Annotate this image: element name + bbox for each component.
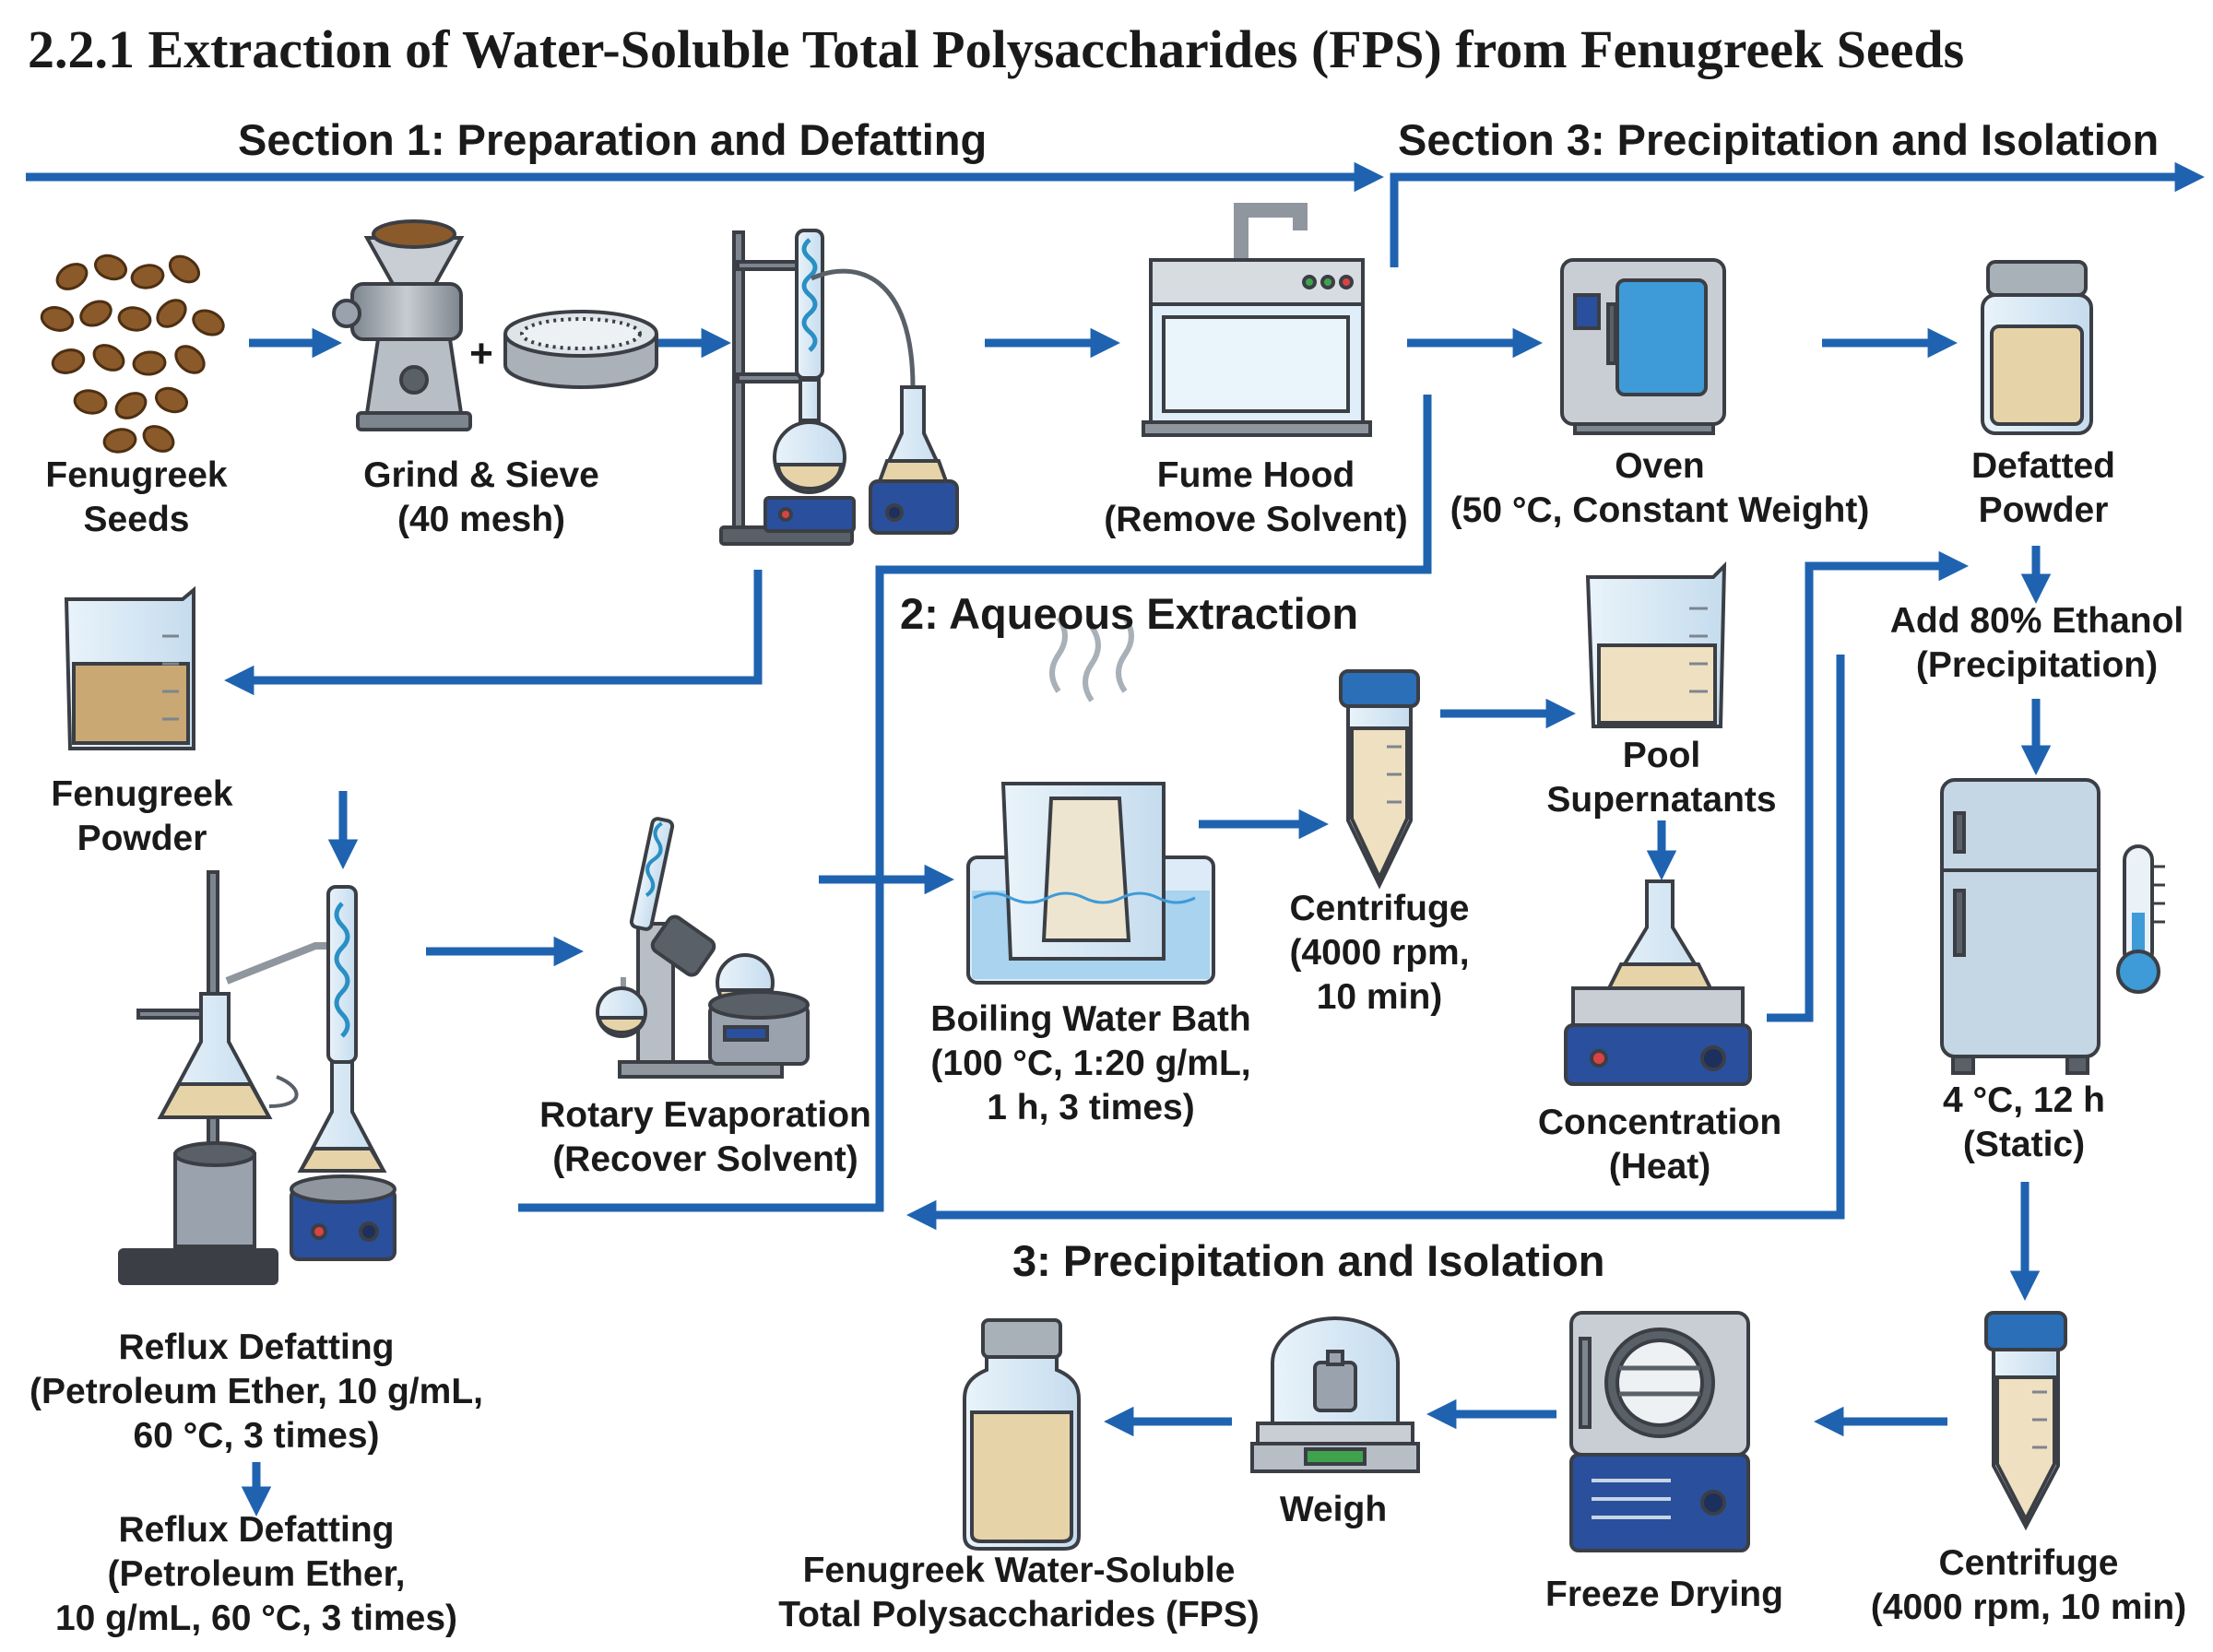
label-reflux-defatting-1: Reflux Defatting(Petroleum Ether, 10 g/m…	[30, 1328, 483, 1456]
fume-hood-icon	[1142, 203, 1372, 437]
label-reflux-defatting-2: Reflux Defatting(Petroleum Ether,10 g/mL…	[54, 1510, 458, 1638]
page-title: 2.2.1 Extraction of Water-Soluble Total …	[28, 19, 1965, 79]
connector-concentration-to-ethanol	[1767, 550, 1969, 1022]
fenugreek-seeds-icon	[40, 254, 225, 454]
connector-soxhlet-to-powder	[224, 570, 763, 696]
connector-rotary-to-boiling	[518, 395, 1432, 1212]
oven-icon	[1560, 258, 1726, 435]
reflux-apparatus-icon	[118, 870, 396, 1285]
connector-to-section3-row	[906, 655, 1845, 1231]
label-fume-hood: Fume Hood(Remove Solvent)	[1104, 455, 1408, 539]
label-boiling-water-bath: Boiling Water Bath(100 °C, 1:20 g/mL,1 h…	[930, 999, 1251, 1127]
concentration-hotplate-icon	[1564, 879, 1752, 1086]
boiling-water-bath-icon	[966, 616, 1215, 985]
rotary-evaporator-icon	[596, 817, 810, 1079]
section-2-heading: 2: Aqueous Extraction	[900, 589, 1359, 638]
section3-header-arrow	[1390, 161, 2205, 267]
label-add-ethanol: Add 80% Ethanol(Precipitation)	[1889, 601, 2184, 685]
flow-arrows	[26, 161, 2205, 1516]
fenugreek-powder-beaker-icon	[64, 585, 195, 750]
label-weigh: Weigh	[1279, 1490, 1388, 1529]
fps-vial-icon	[963, 1318, 1081, 1551]
label-freeze-drying: Freeze Drying	[1545, 1575, 1783, 1614]
refrigerator-icon	[1940, 778, 2101, 1075]
label-grind-sieve: Grind & Sieve(40 mesh)	[363, 455, 599, 539]
grinder-icon	[332, 219, 472, 431]
freeze-dryer-icon	[1569, 1311, 1750, 1552]
label-centrifuge-1: Centrifuge(4000 rpm,10 min)	[1289, 889, 1470, 1017]
plus-sign: +	[469, 331, 493, 376]
thermometer-icon	[2116, 844, 2165, 994]
sieve-icon	[503, 310, 658, 389]
supernatant-beaker-icon	[1585, 561, 1727, 728]
soxhlet-apparatus-icon	[719, 229, 959, 546]
section-1-heading: Section 1: Preparation and Defatting	[238, 115, 988, 164]
balance-icon	[1250, 1316, 1420, 1473]
centrifuge-tube-icon	[1339, 669, 1420, 890]
section-3-heading-top: Section 3: Precipitation and Isolation	[1398, 115, 2160, 164]
label-oven: Oven(50 °C, Constant Weight)	[1450, 446, 1870, 530]
label-centrifuge-2: Centrifuge(4000 rpm, 10 min)	[1870, 1543, 2187, 1627]
label-concentration: Concentration(Heat)	[1537, 1103, 1782, 1186]
section-3-heading-bottom: 3: Precipitation and Isolation	[1012, 1236, 1605, 1285]
label-rotary-evaporation: Rotary Evaporation(Recover Solvent)	[539, 1095, 871, 1179]
defatted-powder-jar-icon	[1981, 260, 2093, 435]
label-cold-storage: 4 °C, 12 h(Static)	[1943, 1080, 2105, 1164]
centrifuge-tube-2-icon	[1984, 1311, 2067, 1531]
